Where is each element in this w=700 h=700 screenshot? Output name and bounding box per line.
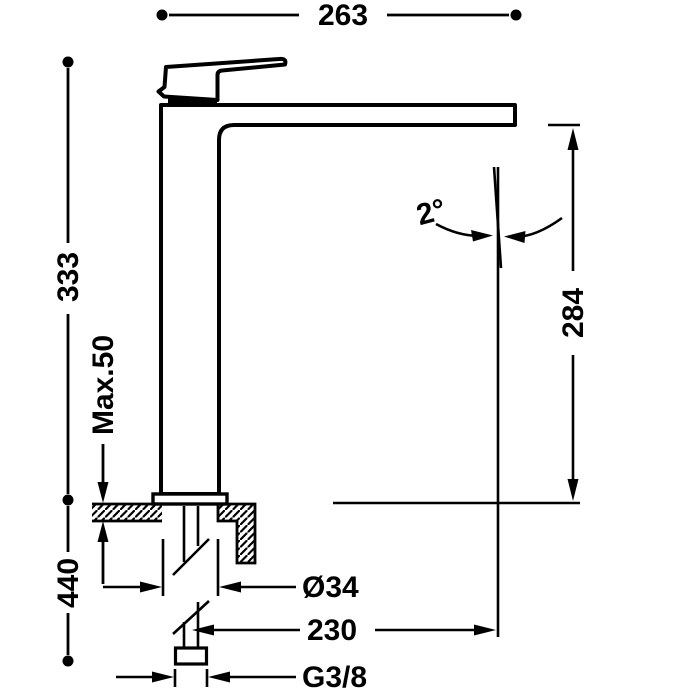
- pipe-break-slash: [172, 600, 210, 635]
- dim-label-spout-reach: 230: [307, 614, 357, 647]
- dim-dot: [62, 56, 74, 68]
- arrowhead-right: [152, 671, 174, 683]
- dimension-body-diameter: [103, 539, 296, 596]
- dim-label-overall-width: 263: [318, 0, 368, 32]
- deck-section: [92, 502, 257, 565]
- inlet-pipe: [172, 506, 210, 666]
- arrowhead-up: [97, 521, 109, 542]
- dim-dot: [156, 9, 168, 21]
- outlet-axis: [435, 166, 563, 637]
- dimension-max-deck-thickness: [97, 444, 109, 584]
- faucet-outline: [151, 56, 517, 506]
- arrowhead-left: [219, 581, 241, 593]
- arrowhead-right: [474, 624, 496, 636]
- dim-label-max-deck-thickness: Max.50: [87, 335, 120, 435]
- deck-right-hatch: [216, 502, 257, 565]
- pipe-break-slash: [172, 538, 210, 576]
- deck-left-hatch: [92, 504, 162, 521]
- arrowhead-right: [471, 230, 493, 242]
- faucet-body-and-spout: [159, 103, 517, 496]
- arrowhead-left: [208, 671, 230, 683]
- dimension-below-deck-length: [62, 506, 74, 667]
- arrowhead-up: [567, 128, 579, 150]
- arrowhead-down: [97, 482, 109, 503]
- faucet-handle-lever: [156, 56, 288, 102]
- axis-tilted-line: [492, 166, 503, 269]
- dim-label-outlet-height: 284: [557, 288, 590, 338]
- dimension-spout-reach: [192, 624, 496, 636]
- arrowhead-down: [567, 479, 579, 501]
- dim-dot: [62, 655, 74, 667]
- dimension-supply-thread: [116, 669, 296, 687]
- dim-label-spout-angle: 2°: [413, 193, 449, 232]
- dimension-overall-width: [156, 9, 522, 21]
- dim-label-height-above-deck: 333: [52, 252, 85, 302]
- dim-label-supply-thread: G3/8: [302, 661, 367, 694]
- dim-label-body-diameter: Ø34: [302, 571, 359, 604]
- arrowhead-right: [140, 581, 162, 593]
- arrowhead-left: [504, 231, 526, 243]
- dimension-height-above-deck: [62, 56, 74, 506]
- dim-label-below-deck-length: 440: [52, 558, 85, 608]
- arrowhead-left: [192, 624, 214, 636]
- dim-dot: [62, 494, 74, 506]
- dim-dot: [510, 9, 522, 21]
- dimension-outlet-height: [548, 123, 580, 501]
- g38-connector-nut: [173, 646, 209, 666]
- base-flange: [151, 492, 229, 506]
